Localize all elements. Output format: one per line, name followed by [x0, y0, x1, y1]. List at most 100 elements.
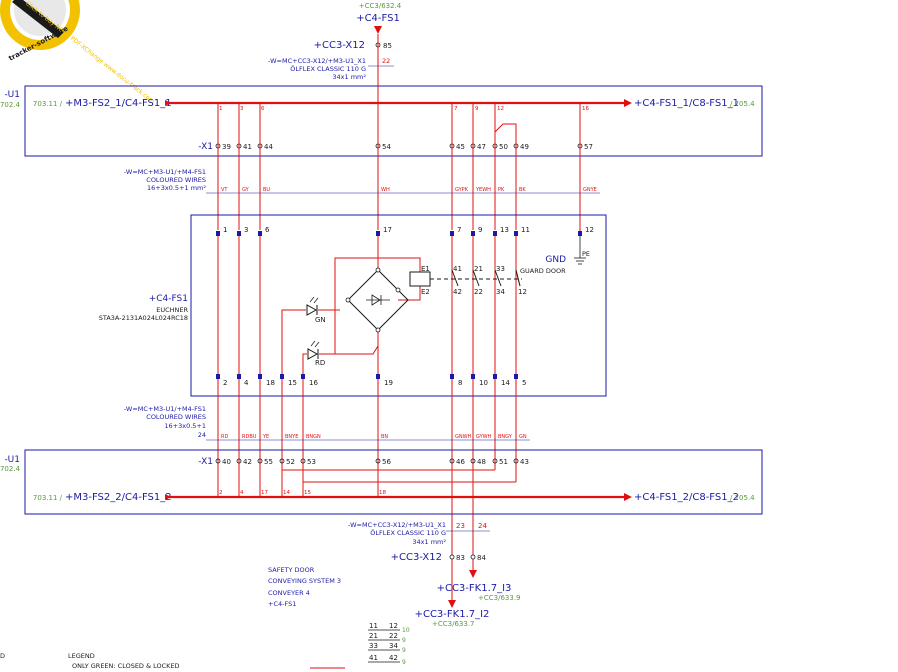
svg-text:WH: WH	[381, 187, 390, 193]
wires-bottom-id: -W=MC+M3-U1/+M4-FS1	[124, 405, 206, 413]
contact-12: 12	[518, 288, 527, 296]
u1-bottom-ref-out: / 705.4	[730, 494, 755, 502]
legend-title: LEGEND	[68, 652, 95, 660]
u1-top-core-1: 1	[219, 106, 223, 112]
svg-text:54: 54	[382, 143, 391, 151]
svg-text:BNGY: BNGY	[498, 434, 513, 440]
svg-text:33: 33	[369, 642, 378, 650]
cable-bottom-terminal: +CC3-X12	[391, 552, 442, 563]
rectifier-bridge-icon	[345, 267, 409, 333]
x1-top-pins: 39 41 44 54 45 47 50 49 57	[215, 143, 593, 151]
svg-text:1: 1	[223, 226, 227, 234]
x1-top-label: -X1	[198, 142, 213, 152]
svg-text:39: 39	[222, 143, 231, 151]
u1-top-core-16: 16	[582, 106, 589, 112]
cable-bottom-pin-84: 84	[477, 554, 486, 562]
u1-top-bus-out: +C4-FS1_1/C8-FS1_1	[634, 98, 739, 109]
svg-text:6: 6	[265, 226, 270, 234]
u1-top-core-3: 3	[240, 106, 244, 112]
svg-text:CONVEYER 4: CONVEYER 4	[268, 589, 310, 597]
badge-text: Click to buy NOW! PDF-XChange www.docu-t…	[24, 0, 156, 105]
u1-top-label: -U1	[4, 90, 20, 100]
svg-text:18: 18	[266, 379, 275, 387]
svg-text:41: 41	[369, 654, 378, 662]
svg-text:51: 51	[499, 458, 508, 466]
led-gn-label: GN	[315, 316, 326, 324]
terminal-pin-83	[449, 554, 455, 560]
red-wires-top	[217, 34, 581, 234]
svg-text:4: 4	[240, 490, 244, 496]
wires-bottom-desc: COLOURED WIRES	[146, 413, 206, 421]
svg-text:9: 9	[402, 659, 406, 666]
svg-text:10: 10	[479, 379, 488, 387]
svg-text:44: 44	[264, 143, 273, 151]
cable-top-id: -W=MC+CC3-X12/+M3-U1_X1	[268, 57, 366, 65]
svg-text:45: 45	[456, 143, 465, 151]
svg-text:47: 47	[477, 143, 486, 151]
output-i2-ref: +CC3/633.7	[432, 620, 475, 628]
svg-text:PK: PK	[498, 187, 505, 193]
guard-door-label: GUARD DOOR	[520, 267, 566, 275]
svg-text:BNGN: BNGN	[306, 434, 321, 440]
svg-text:8: 8	[458, 379, 462, 387]
svg-text:SAFETY DOOR: SAFETY DOOR	[268, 566, 315, 574]
device-maker: EUCHNER	[156, 306, 188, 314]
svg-text:GN: GN	[519, 434, 527, 440]
contact-41: 41	[453, 265, 462, 273]
terminal-pin-84	[470, 554, 476, 560]
svg-text:13: 13	[500, 226, 509, 234]
svg-text:GNWH: GNWH	[455, 434, 472, 440]
source-arrow-icon	[374, 26, 382, 34]
contact-42: 42	[453, 288, 462, 296]
wires-bottom-count: 24	[198, 431, 206, 439]
u1-bottom-box	[24, 449, 763, 515]
u1-top-ref-out: / 705.4	[730, 100, 755, 108]
output-i3-tag: +CC3-FK1.7_I3	[437, 583, 512, 594]
contact-22: 22	[474, 288, 483, 296]
cable-top-type: ÖLFLEX CLASSIC 110 G	[290, 64, 366, 73]
svg-text:52: 52	[286, 458, 295, 466]
bus-top-out-arrow-icon	[624, 99, 632, 107]
svg-text:57: 57	[584, 143, 593, 151]
wires-top-colors: VT GY BU WH GYPK YEWH PK BK GNYE	[221, 187, 597, 193]
u1-top-box	[24, 85, 763, 157]
output-i3-ref: +CC3/633.9	[478, 594, 521, 602]
contact-21: 21	[474, 265, 483, 273]
svg-text:55: 55	[264, 458, 273, 466]
svg-text:2: 2	[223, 379, 227, 387]
svg-text:40: 40	[222, 458, 231, 466]
coil-e1: E1	[421, 265, 430, 273]
cable-bottom-core-23: 23	[456, 522, 465, 530]
device-pins-bottom: 2 4 18 15 16 19 8 10 14 5	[216, 374, 526, 387]
top-terminal-pin: 85	[383, 42, 392, 50]
svg-text:17: 17	[261, 490, 268, 496]
cable-bottom-spec: 34x1 mm²	[412, 538, 446, 546]
svg-text:53: 53	[307, 458, 316, 466]
svg-text:GY: GY	[242, 187, 250, 193]
u1-top-core-12: 12	[497, 106, 504, 112]
coil-icon	[409, 271, 431, 287]
pe-label: PE	[582, 250, 590, 258]
buy-now-badge[interactable]: Click to buy NOW! PDF-XChange www.docu-t…	[0, 0, 156, 105]
svg-text:10: 10	[402, 627, 410, 634]
svg-text:YEWH: YEWH	[475, 187, 491, 193]
svg-text:2: 2	[219, 490, 223, 496]
led-red-icon	[307, 340, 320, 360]
safety-contacts-icon	[430, 269, 522, 287]
u1-top-core-6: 6	[261, 106, 265, 112]
notes-block: SAFETY DOOR CONVEYING SYSTEM 3 CONVEYER …	[268, 566, 341, 608]
svg-text:22: 22	[389, 632, 398, 640]
svg-text:CONVEYING SYSTEM 3: CONVEYING SYSTEM 3	[268, 577, 341, 585]
top-source-ref: +CC3/632.4	[359, 2, 402, 10]
badge-stripe	[12, 0, 64, 38]
svg-text:4: 4	[244, 379, 249, 387]
legend-line1: ONLY GREEN: CLOSED & LOCKED	[72, 662, 180, 670]
svg-text:42: 42	[389, 654, 398, 662]
svg-text:+C4-FS1: +C4-FS1	[268, 600, 296, 608]
svg-text:42: 42	[243, 458, 252, 466]
legend-edge-label: D	[0, 652, 5, 660]
cable-top-core: 22	[382, 57, 390, 65]
coil-e2: E2	[421, 288, 430, 296]
svg-text:GYWH: GYWH	[476, 434, 492, 440]
